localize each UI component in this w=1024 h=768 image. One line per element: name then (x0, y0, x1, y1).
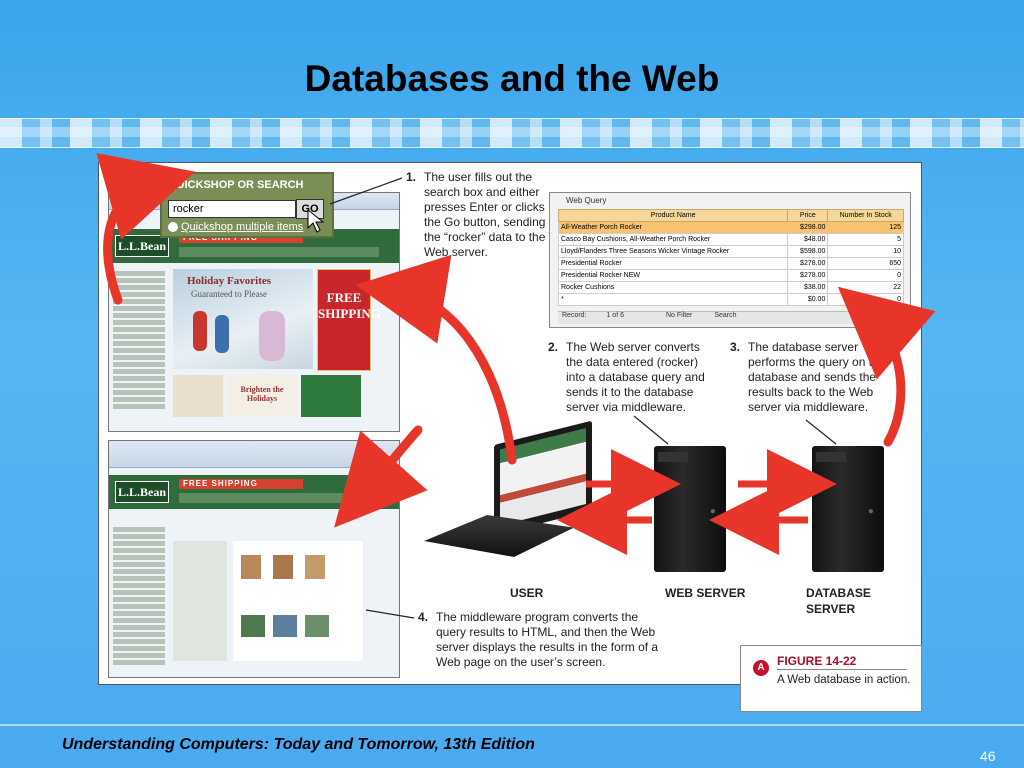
slide-title: Databases and the Web (304, 58, 720, 99)
step-1: 1. The user fills out the search box and… (406, 170, 548, 262)
filter-label[interactable]: No Filter (665, 312, 693, 319)
user-laptop (424, 420, 594, 575)
step-1-number: 1. (406, 170, 417, 184)
nav-strip (179, 247, 379, 257)
footer-divider (0, 724, 1024, 726)
step-2: 2. The Web server converts the data ente… (548, 340, 718, 420)
free-shipping-strip: FREE SHIPPING (179, 479, 303, 489)
web-server-label: WEB SERVER (665, 586, 746, 600)
result-item (273, 555, 293, 579)
web-query-title: Web Query (566, 196, 607, 205)
result-item (241, 555, 261, 579)
sidebar-links (113, 525, 165, 667)
results-grid (233, 541, 363, 661)
product-tile (301, 375, 361, 417)
arrow-db-to-table (837, 286, 936, 447)
database-server-label-2: SERVER (806, 602, 856, 616)
arrow-to-bottom-browser (334, 425, 428, 528)
publisher-logo-icon: A (753, 660, 769, 676)
step-2-leader-line (633, 415, 669, 445)
arrow-laptop-to-browser (355, 254, 517, 465)
figure-number: FIGURE 14-22 (777, 654, 857, 668)
step-3-number: 3. (730, 340, 741, 354)
cell: $298.00 (787, 221, 829, 234)
step-4-text: The middleware program converts the quer… (436, 610, 659, 669)
llbean-logo: L.L.Bean (115, 235, 169, 257)
caption-text: A Web database in action. (777, 674, 911, 686)
footer-text: Understanding Computers: Today and Tomor… (62, 736, 535, 753)
cell: 125 (827, 221, 904, 234)
result-item (273, 615, 297, 637)
database-server-label-1: DATABASE (806, 586, 871, 600)
quickshop-title: QUICKSHOP OR SEARCH (168, 179, 304, 191)
caption-divider (777, 669, 907, 670)
column-header[interactable]: Number In Stock (827, 209, 904, 222)
page-number: 46 (980, 748, 996, 764)
skier-figure (259, 311, 285, 361)
column-header[interactable]: Product Name (557, 209, 789, 222)
cell: Presidential Rocker NEW (557, 269, 789, 282)
step-3-leader-line (805, 419, 837, 445)
result-item (241, 615, 265, 637)
product-tile (173, 375, 223, 417)
llbean-logo: L.L.Bean (115, 481, 169, 503)
filter-panel (173, 541, 227, 661)
banner-title: Holiday Favorites (187, 275, 272, 287)
skier-figure (215, 315, 229, 353)
cell: * (557, 293, 789, 306)
record-label: Record: (562, 312, 587, 319)
brighten-tile: Brighten the Holidays (227, 375, 297, 417)
figure-caption: A FIGURE 14-22 A Web database in action. (740, 645, 922, 712)
step-4-number: 4. (418, 610, 429, 624)
step-4-leader-line (365, 609, 415, 619)
sidebar-links (113, 269, 165, 411)
step-2-number: 2. (548, 340, 559, 354)
search-label[interactable]: Search (714, 312, 737, 319)
quickshop-link-label: Quickshop multiple items (181, 221, 304, 233)
cell: $48.00 (787, 233, 829, 246)
record-navigator[interactable]: Record: 1 of 6 No Filter Search (558, 311, 904, 324)
step-4: 4. The middleware program converts the q… (418, 610, 668, 674)
result-item (305, 555, 325, 579)
user-label: USER (510, 586, 544, 600)
cell: $38.00 (787, 281, 829, 294)
cell: Rocker Cushions (557, 281, 789, 294)
record-position: 1 of 6 (606, 312, 624, 319)
holiday-banner: Holiday Favorites Guaranteed to Please (173, 269, 313, 369)
skier-figure (193, 311, 207, 351)
cell: $0.00 (787, 293, 829, 306)
result-item (305, 615, 329, 637)
step-1-leader-line (329, 177, 403, 205)
step-1-text: The user fills out the search box and ei… (424, 170, 546, 259)
web-query-window: Web Query Product Name Price Number In S… (549, 192, 911, 328)
banner-subtitle: Guaranteed to Please (191, 289, 267, 299)
mouse-cursor-icon (307, 208, 325, 233)
step-2-text: The Web server converts the data entered… (566, 340, 705, 414)
cell: $278.00 (787, 257, 829, 270)
table-row[interactable]: Lloyd/Flanders Three Seasons Wicker Vint… (557, 245, 904, 258)
brighten-text: Brighten the Holidays (240, 385, 284, 403)
go-button[interactable]: GO (296, 199, 324, 219)
decorative-stripe (0, 118, 1024, 148)
arrow-browser-to-quickshop (96, 153, 196, 305)
nav-strip (179, 493, 379, 503)
